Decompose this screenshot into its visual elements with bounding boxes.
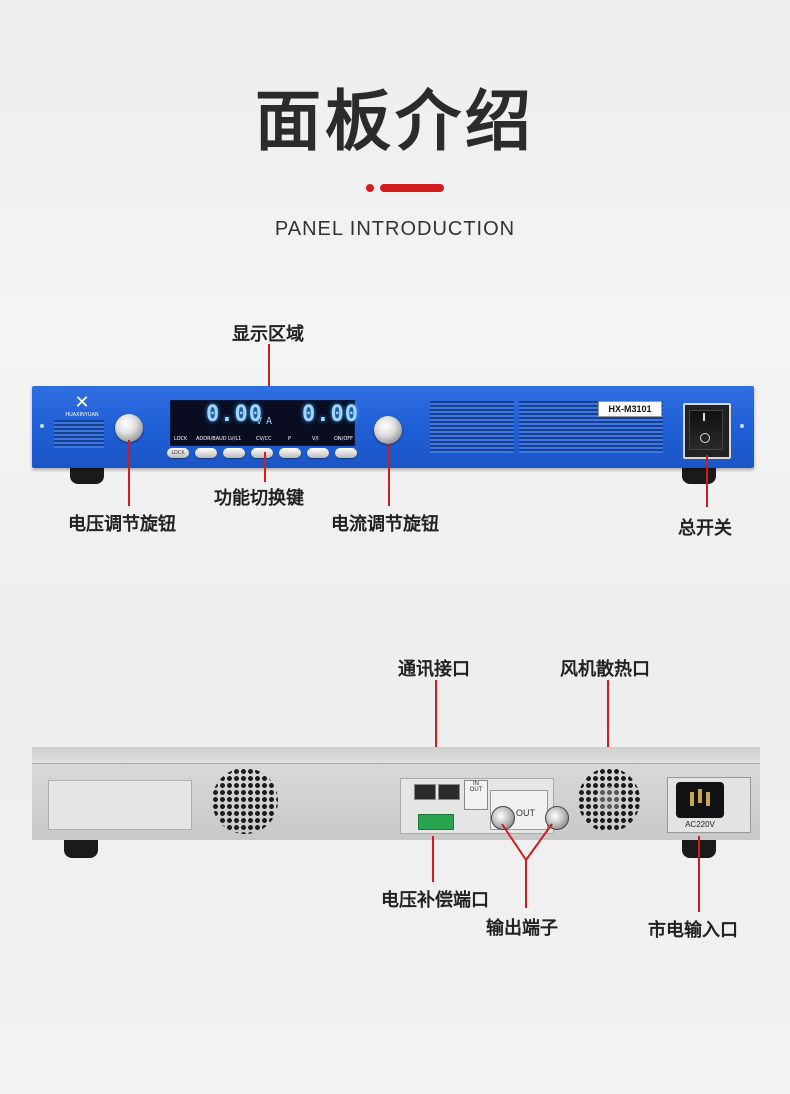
title-divider-dot [366,184,374,192]
switch-off-mark-icon [700,433,710,443]
ac-pin-icon [698,789,702,803]
screw-icon [40,424,44,428]
output-mark: OUT [516,808,535,818]
fan-icon [596,786,622,812]
sense-terminal-block[interactable] [418,814,454,830]
page-title: 面板介绍 [255,83,535,160]
on-off-button[interactable] [335,448,357,458]
switch-on-mark-icon [703,413,705,421]
rear-left-foot [64,838,98,858]
function-keys-label: 功能切换键 [214,488,304,509]
key-label-onoff: ON/OFF [334,436,354,442]
ac-rating: AC220V [685,820,715,829]
page-subtitle: PANEL INTRODUCTION [274,218,516,240]
lcd-display [170,400,355,446]
output-terminal-pointer [501,823,553,908]
key-label-p: P [288,436,292,442]
blank-cover-plate [48,780,192,830]
p-button[interactable] [279,448,301,458]
voltage-unit: V [256,416,263,427]
ac-pin-icon [690,792,694,806]
key-label-cvcc: CV/CC [256,436,272,442]
voltage-knob[interactable] [115,414,143,442]
current-unit: A [266,416,273,427]
port-marking: IN OUT [464,780,488,810]
comm-port-label: 通讯接口 [398,659,470,680]
power-switch-pointer [706,455,708,507]
front-left-foot [70,464,104,484]
vi-button[interactable] [307,448,329,458]
current-knob-label: 电流调节旋钮 [331,514,439,535]
sense-port-label: 电压补偿端口 [381,890,489,911]
screw-icon [740,424,744,428]
comm-port-pointer [435,680,437,782]
key-label-lock: LOCK [174,436,188,442]
voltage-knob-label: 电压调节旋钮 [68,514,176,535]
voltage-knob-pointer [128,440,130,506]
voltage-readout: 0.00 [206,402,263,427]
addr-baud-button[interactable] [195,448,217,458]
output-terminal-label: 输出端子 [486,918,558,939]
fan-label: 风机散热口 [560,659,650,680]
ac-pin-icon [706,792,710,806]
rear-chassis-top [32,747,760,767]
port-mark-out: OUT [469,787,483,793]
sense-port-pointer [432,836,434,882]
logo-text: HUAXINYUAN [65,412,99,418]
current-knob-pointer [388,444,390,506]
front-vent-grille [54,420,104,448]
display-area-pointer [268,344,270,414]
brand-logo: ✕ HUAXINYUAN [62,394,102,419]
power-switch[interactable] [689,410,723,450]
lv-button[interactable] [223,448,245,458]
title-divider-line [380,184,444,192]
current-readout: 0.00 [302,402,359,427]
fan-pointer [607,680,609,778]
rj45-port-1[interactable] [414,784,436,800]
rj45-port-2[interactable] [438,784,460,800]
front-vent-grille [430,401,514,453]
ac-input-label: 市电输入口 [648,920,738,941]
logo-mark-icon: ✕ [74,392,90,413]
ac-input-pointer [698,836,700,912]
rear-fan-vent [578,768,640,832]
function-keys-pointer [264,452,266,482]
model-badge: HX-M3101 [598,401,662,417]
lock-button[interactable]: LOCK [167,448,189,458]
key-label-addr: ADDR/BAUD [196,436,227,442]
display-area-label: 显示区域 [232,324,304,345]
port-mark-in: IN [473,781,479,787]
cv-cc-button[interactable] [251,448,273,458]
key-label-vi: V/I [312,436,319,442]
rear-vent-left [212,768,278,834]
power-switch-label: 总开关 [678,518,732,539]
current-knob[interactable] [374,416,402,444]
key-label-lv: LV/L1 [228,436,242,442]
output-terminal-positive[interactable] [545,806,569,830]
